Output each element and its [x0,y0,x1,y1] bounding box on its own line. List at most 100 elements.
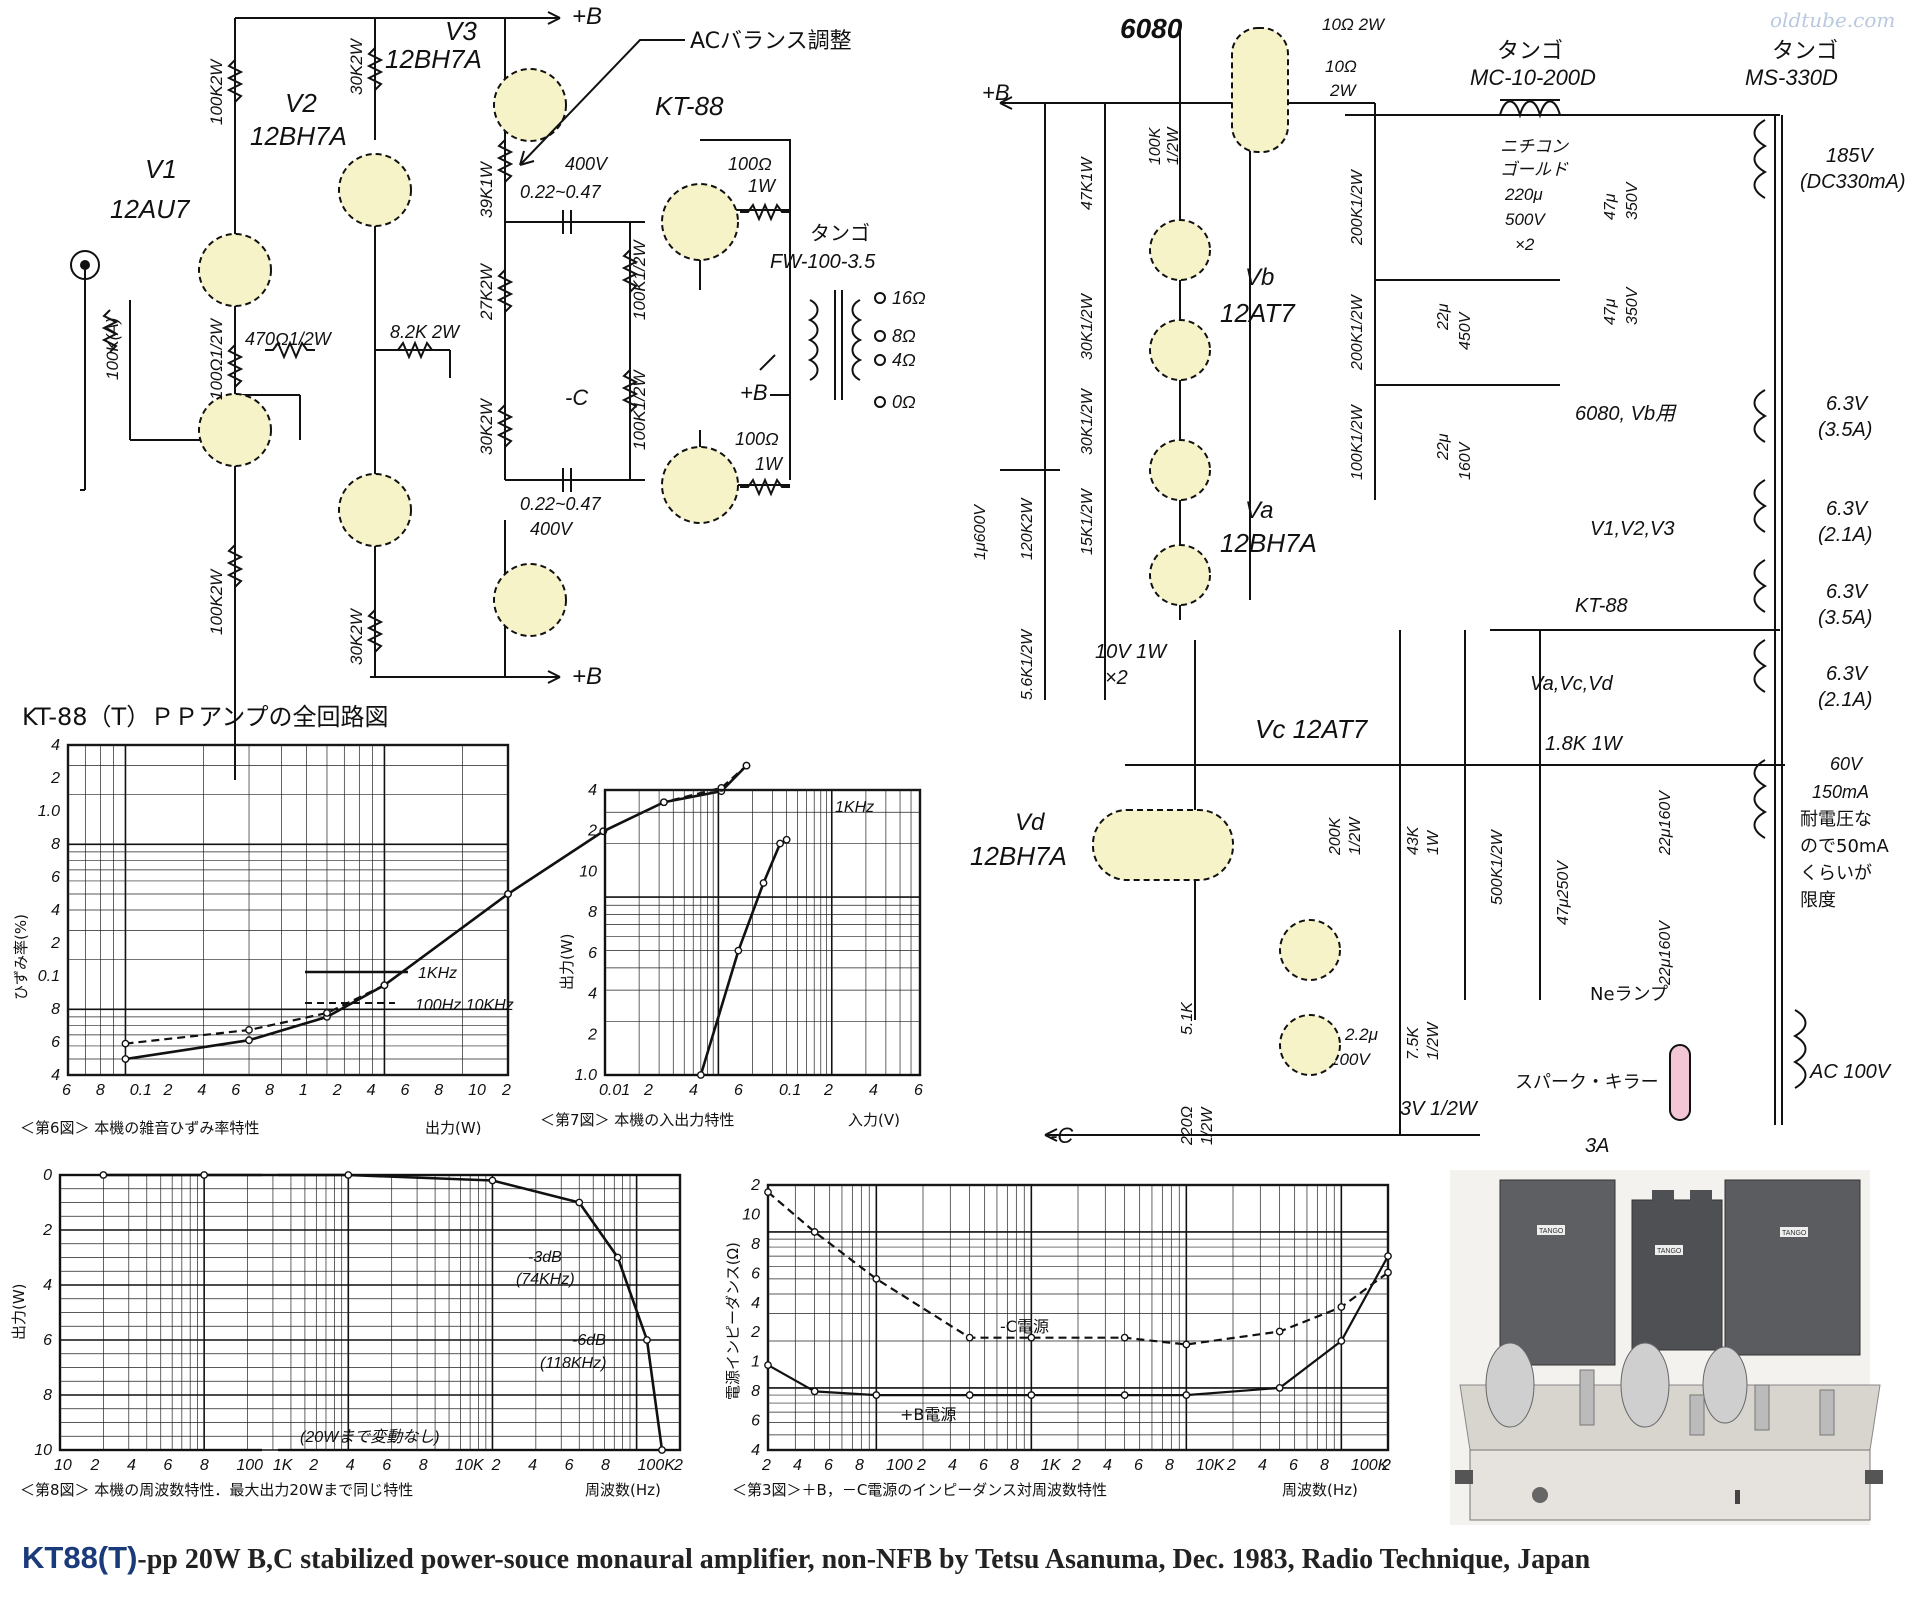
chart7-ytick: 2 [587,1026,597,1043]
chart3-ylabel: 電源インピーダンス(Ω) [724,1242,742,1400]
ac-balance-label: ACバランス調整 [690,29,852,54]
c22u160-volt: 160V [1457,441,1474,480]
tube-v1-lower [198,393,272,467]
r200k-c-w: 1/2W [1347,816,1364,855]
chart7-annotation: 1KHz [835,799,874,816]
vc-label: Vc 12AT7 [1255,714,1369,744]
chart6-ytick: 8 [51,1001,60,1018]
r470-label: 470Ω1/2W [245,329,333,349]
chart8-xtick: 1K [273,1457,294,1474]
chart7-xtick: 2 [643,1082,653,1099]
chart3-xtick: 4 [1258,1457,1267,1474]
chart3-point [1027,1391,1036,1399]
psu-wires [1044,30,1376,700]
chart8-ann1: -3dB [528,1249,562,1266]
r-39k1w-label: 39K1W [477,160,496,218]
chart3-xtick: 8 [1010,1457,1019,1474]
chart6-point [121,1055,130,1063]
tube-vc-upper [1279,919,1341,981]
chart7-xtick: 6 [734,1082,743,1099]
chart6-ylabel: ひずみ率(%) [12,914,30,1000]
photo-small-tube-3 [1754,1384,1770,1431]
heater4-amp: (2.1A) [1818,689,1872,711]
chart7-ylabel: 出力(W) [558,933,576,990]
chart8-xtick: 2 [491,1457,501,1474]
chart7-ytick: 4 [588,782,597,799]
chart7-frame [603,788,922,1077]
chart6-ytick: 6 [51,869,60,886]
chart6-point [121,1039,130,1048]
use-6080: 6080, Vb用 [1575,403,1677,425]
chart6-xtick: 6 [400,1082,409,1099]
power-transformer-can [1631,1199,1723,1351]
chart7-ytick: 10 [579,863,597,880]
c47u-val: 47μ [1602,193,1619,220]
psu-minus-c: -C [1050,1123,1073,1148]
chart8-xtick: 8 [601,1457,610,1474]
chart3-point [810,1228,819,1236]
ptrans-brand: タンゴ [1772,39,1838,64]
tube-va-upper [1149,439,1211,501]
r47k-label: 47K1W [1079,156,1096,210]
tube-v2-upper [338,153,412,227]
zener-label: 10V 1W [1095,641,1168,663]
vd-type: 12BH7A [970,841,1067,871]
chart7-point [696,1071,705,1079]
chart8-ytick: 10 [34,1442,52,1459]
c22u100-val: 2.2μ [1344,1025,1379,1044]
chart3-xtick: 6 [1289,1457,1298,1474]
chart3-point [764,1188,772,1197]
chart8-point [658,1446,666,1454]
chart6-xtick: 2 [501,1082,511,1099]
photo-tube-1 [1485,1342,1535,1428]
tap-0 [874,396,886,408]
tube-v2-lower [338,473,412,547]
chart6-xtick: 6 [231,1082,240,1099]
chart6-ytick: 1.0 [38,803,60,820]
chart8-ytick: 2 [42,1222,52,1239]
chart7-xlabel: 入力(V) [848,1111,900,1129]
chart8-title: ＜第8図＞ 本機の周波数特性．最大出力20Wまで同じ特性 [20,1481,413,1499]
amp-wires-2 [80,265,451,491]
chart8-point [200,1171,209,1179]
v60-volt: 60V [1830,754,1864,774]
v60-note1: 耐電圧な [1800,809,1872,830]
chart8-ann5: (20Wまで変動なし) [300,1428,440,1446]
r-100k-half-b-label: 100K1/2W [630,369,649,450]
chart7-point [759,879,768,887]
use-kt88: KT-88 [1575,595,1628,617]
neon-lamp-body [1669,1044,1691,1121]
tag-right [1780,1227,1808,1237]
c-main-brand2: ゴールド [1500,160,1569,179]
footer-caption: KT88(T)-pp 20W B,C stabilized power-souc… [22,1540,1590,1576]
amp-schematic: +B +B [22,3,926,780]
va-label: Va [1245,497,1273,524]
chart3-ytick: 8 [751,1236,760,1253]
r100-top: 100Ω [728,154,772,174]
zener-count: ×2 [1105,667,1128,689]
va-type: 12BH7A [1220,528,1317,558]
chart6-ytick: 4 [51,1067,60,1084]
chart3-point [1384,1268,1392,1277]
output-transformer-can-left [1499,1179,1616,1366]
chart6-point [504,890,512,898]
footer-text: -pp 20W B,C stabilized power-souce monau… [137,1544,1591,1575]
chart6-xtick: 10 [468,1082,486,1099]
chart6-ytick: 4 [51,902,60,919]
choke [1499,99,1561,119]
c22u450-val: 22μ [1435,303,1452,331]
chassis-foot-left [1455,1470,1473,1484]
r75k-label: 7.5K [1405,1026,1422,1060]
r220-w: 1/2W [1199,1106,1216,1145]
c-main-count: ×2 [1515,235,1535,254]
cap-bot-volt: 400V [530,519,574,539]
chart8-ytick: 4 [43,1277,52,1294]
amplifier-photo: TANGO TANGO TANGO [1450,1170,1883,1525]
b-plus-rail-bottom [370,670,561,684]
chart6-xtick: 0.1 [130,1082,152,1099]
chart8-xtick: 10K [455,1457,485,1474]
chart3-point [764,1361,772,1370]
